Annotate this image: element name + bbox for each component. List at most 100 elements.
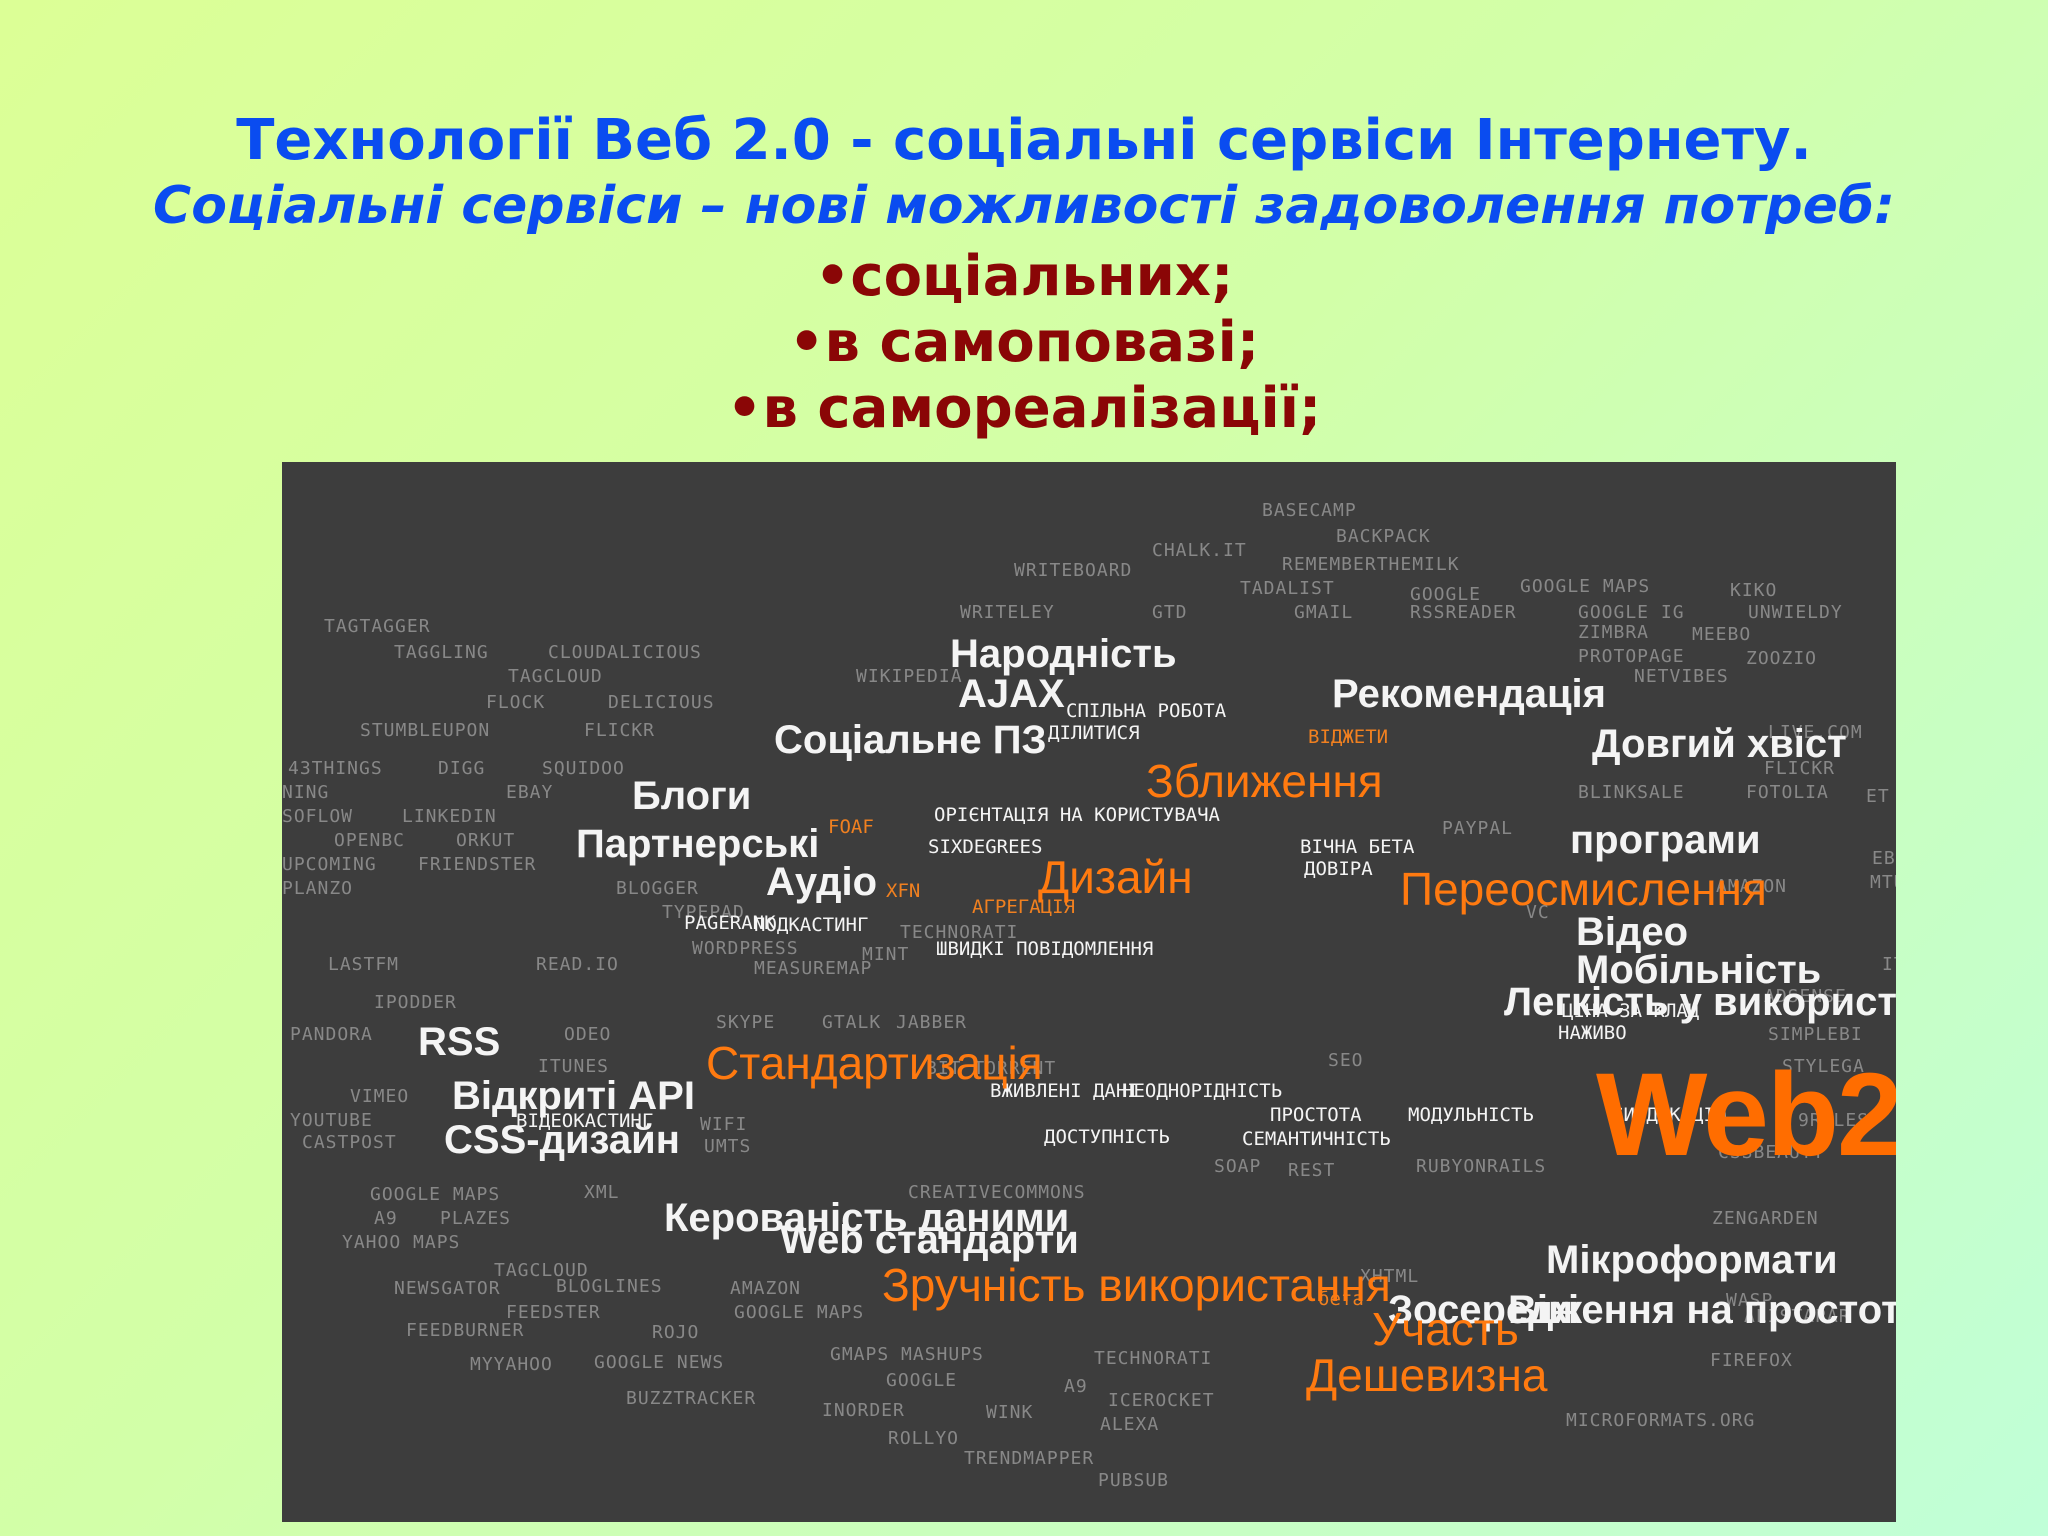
cloud-tag: SQUIDOO bbox=[542, 758, 625, 779]
cloud-tag: FOAF bbox=[828, 816, 874, 838]
cloud-tag: YOUTUBE bbox=[290, 1110, 373, 1131]
cloud-tag: NEWSGATOR bbox=[394, 1278, 501, 1299]
cloud-tag: BUZZTRACKER bbox=[626, 1388, 757, 1409]
cloud-tag: GTALK bbox=[822, 1012, 882, 1033]
cloud-tag: GOOGLE MAPS bbox=[734, 1302, 865, 1323]
cloud-tag: ET bbox=[1866, 786, 1890, 807]
cloud-tag: MEASUREMAP bbox=[754, 958, 873, 979]
cloud-tag: GOOGLE MAPS bbox=[370, 1184, 501, 1205]
cloud-tag: ROJO bbox=[652, 1322, 700, 1343]
cloud-tag: WIKIPEDIA bbox=[856, 666, 963, 687]
cloud-tag: ICEROCKET bbox=[1108, 1390, 1215, 1411]
cloud-tag: WIFI bbox=[700, 1114, 748, 1135]
cloud-tag: GTD bbox=[1152, 602, 1188, 623]
cloud-tag: СИНДИКАЦІЯ bbox=[1612, 1104, 1727, 1126]
cloud-tag: LIVE.COM bbox=[1768, 722, 1863, 743]
cloud-tag: GOOGLE MAPS bbox=[1520, 576, 1651, 597]
cloud-tag: SIMPLEBI bbox=[1768, 1024, 1863, 1045]
cloud-tag: GOOGLE IG bbox=[1578, 602, 1685, 623]
cloud-tag: REST bbox=[1288, 1160, 1336, 1181]
cloud-tag: PROTOPAGE bbox=[1578, 646, 1685, 667]
cloud-tag: PAYPAL bbox=[1442, 818, 1514, 839]
cloud-tag: RUBYONRAILS bbox=[1416, 1156, 1547, 1177]
cloud-tag: INORDER bbox=[822, 1400, 905, 1421]
cloud-tag: WINK bbox=[986, 1402, 1034, 1423]
cloud-tag: BLOGGER bbox=[616, 878, 699, 899]
cloud-tag: ОРІЄНТАЦІЯ НА КОРИСТУВАЧА bbox=[934, 804, 1220, 826]
cloud-tag: MTURK bbox=[1870, 872, 1896, 893]
cloud-tag: ВЖИВЛЕНІ ДАНІ bbox=[990, 1080, 1139, 1102]
cloud-tag: BASECAMP bbox=[1262, 500, 1357, 521]
cloud-tag: BLOGLINES bbox=[556, 1276, 663, 1297]
cloud-tag: DELICIOUS bbox=[608, 692, 715, 713]
cloud-tag: ВІДЕОКАСТИНГ bbox=[516, 1110, 654, 1132]
cloud-tag: Зосередження на простоті bbox=[1388, 1288, 1896, 1332]
bullet-social: •соціальних; bbox=[814, 244, 1234, 309]
cloud-tag: FOTOLIA bbox=[1746, 782, 1829, 803]
cloud-tag: UPCOMING bbox=[282, 854, 377, 875]
cloud-tag: GOOGLE bbox=[1410, 584, 1482, 605]
cloud-tag: Відкриті API bbox=[452, 1074, 695, 1118]
cloud-tag: EB bbox=[1872, 848, 1896, 869]
cloud-tag: ODEO bbox=[564, 1024, 612, 1045]
cloud-tag: MICROFORMATS.ORG bbox=[1566, 1410, 1756, 1431]
cloud-tag: ВІЧНА БЕТА bbox=[1300, 836, 1415, 858]
cloud-tag: OPENBC bbox=[334, 830, 406, 851]
cloud-tag: Блоги bbox=[632, 774, 752, 818]
cloud-tag: Дешевизна bbox=[1306, 1349, 1548, 1401]
cloud-tag: AMAZON bbox=[730, 1278, 802, 1299]
cloud-tag: MINT bbox=[862, 944, 910, 965]
cloud-tag: CHALK.IT bbox=[1152, 540, 1247, 561]
cloud-tag: Переосмислення bbox=[1400, 863, 1767, 915]
cloud-tag: FIREFOX bbox=[1710, 1350, 1793, 1371]
cloud-tag: YAHOO MAPS bbox=[342, 1232, 461, 1253]
cloud-tag: IPODDER bbox=[374, 992, 457, 1013]
cloud-tag: ROLLYO bbox=[888, 1428, 960, 1449]
cloud-tag: Web стандарти bbox=[780, 1218, 1079, 1262]
cloud-tag: Довгий хвіст bbox=[1592, 722, 1847, 766]
cloud-tag: MYYAHOO bbox=[470, 1354, 553, 1375]
cloud-tag: НЕОДНОРІДНІСТЬ bbox=[1122, 1080, 1283, 1102]
cloud-tag: STYLEGA bbox=[1782, 1056, 1865, 1077]
cloud-tag: BACKPACK bbox=[1336, 526, 1431, 547]
cloud-tag: TADALIST bbox=[1240, 578, 1335, 599]
cloud-tag: FEEDBURNER bbox=[406, 1320, 525, 1341]
cloud-tag: SKYPE bbox=[716, 1012, 776, 1033]
cloud-tag: ITUNES bbox=[538, 1056, 610, 1077]
cloud-tag: Дизайн bbox=[1038, 851, 1193, 903]
cloud-tag: CSSBEAUTY bbox=[1718, 1142, 1825, 1163]
cloud-tag: NING bbox=[282, 782, 330, 803]
cloud-tag: GOOGLE NEWS bbox=[594, 1352, 725, 1373]
cloud-tag: DIGG bbox=[438, 758, 486, 779]
cloud-tag: WRITEBOARD bbox=[1014, 560, 1133, 581]
cloud-tag: ALEXA bbox=[1100, 1414, 1160, 1435]
cloud-tag: XML bbox=[584, 1182, 620, 1203]
cloud-tag: бета bbox=[1318, 1288, 1364, 1310]
cloud-tag: Відео bbox=[1576, 910, 1689, 954]
cloud-tag: WASP bbox=[1726, 1290, 1774, 1311]
cloud-tag: АГРЕГАЦІЯ bbox=[972, 896, 1075, 918]
cloud-tag: ПОДКАСТИНГ bbox=[754, 914, 869, 936]
cloud-tag: CLOUDALICIOUS bbox=[548, 642, 702, 663]
cloud-tag: ДІЛИТИСЯ bbox=[1048, 722, 1140, 744]
cloud-tag: FEEDSTER bbox=[506, 1302, 601, 1323]
cloud-tag: WORDPRESS bbox=[692, 938, 799, 959]
cloud-tag: SOFLOW bbox=[282, 806, 354, 827]
cloud-tag: FLICKR bbox=[1764, 758, 1836, 779]
slide-title: Технології Веб 2.0 - соціальні сервіси І… bbox=[236, 108, 1812, 173]
cloud-tag: A9 bbox=[374, 1208, 398, 1229]
cloud-tag: XFN bbox=[886, 880, 921, 902]
cloud-tag: Соціальне ПЗ bbox=[774, 718, 1047, 762]
cloud-tag: PAGERANK bbox=[684, 912, 776, 934]
cloud-tag: SEO bbox=[1328, 1050, 1364, 1071]
cloud-tag: UNWIELDY bbox=[1748, 602, 1843, 623]
cloud-tag: BIT TORRENT bbox=[926, 1058, 1057, 1079]
cloud-tag: CSS-дизайн bbox=[444, 1118, 680, 1162]
cloud-tag: CASTPOST bbox=[302, 1132, 397, 1153]
web20-logo-text: Web2.0 bbox=[1596, 1049, 1896, 1181]
cloud-tag: MEEBO bbox=[1692, 624, 1752, 645]
cloud-tag: ADSENSE bbox=[1764, 986, 1847, 1007]
cloud-tag: Вікі bbox=[1508, 1288, 1580, 1332]
cloud-tag: LASTFM bbox=[328, 954, 400, 975]
cloud-tag: TAGGLING bbox=[394, 642, 489, 663]
